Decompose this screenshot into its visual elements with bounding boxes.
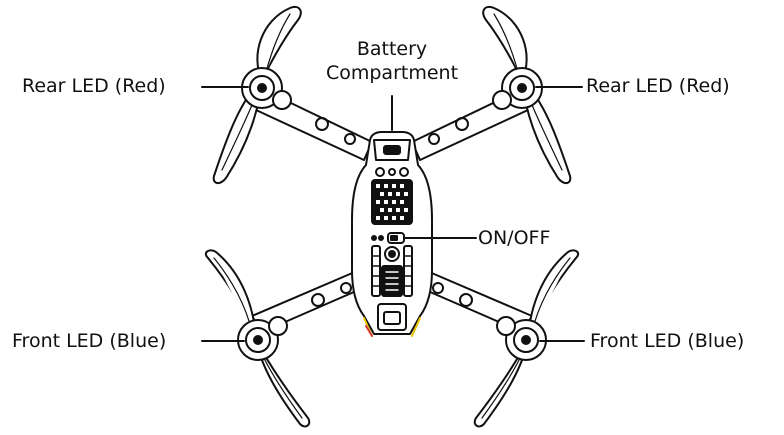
front-camera	[363, 303, 421, 337]
label-rear-led-right: Rear LED (Red)	[586, 75, 730, 97]
lower-body-vents	[371, 245, 413, 297]
label-front-led-left: Front LED (Blue)	[12, 330, 167, 352]
propeller-front-right	[473, 249, 580, 428]
motor-rear-left	[241, 67, 292, 110]
label-rear-led-left: Rear LED (Red)	[22, 75, 166, 97]
power-switch	[371, 232, 405, 244]
label-on-off: ON/OFF	[478, 227, 551, 249]
label-front-led-right: Front LED (Blue)	[590, 330, 745, 352]
battery-grille	[371, 179, 413, 225]
label-battery-line1: Battery	[356, 38, 428, 60]
propeller-front-left	[204, 249, 311, 428]
motor-rear-right	[492, 67, 543, 110]
label-battery-line2: Compartment	[325, 62, 459, 84]
motor-front-right	[496, 316, 547, 361]
propeller-rear-left	[212, 6, 302, 184]
motor-front-left	[237, 316, 288, 361]
propeller-rear-right	[482, 6, 572, 184]
